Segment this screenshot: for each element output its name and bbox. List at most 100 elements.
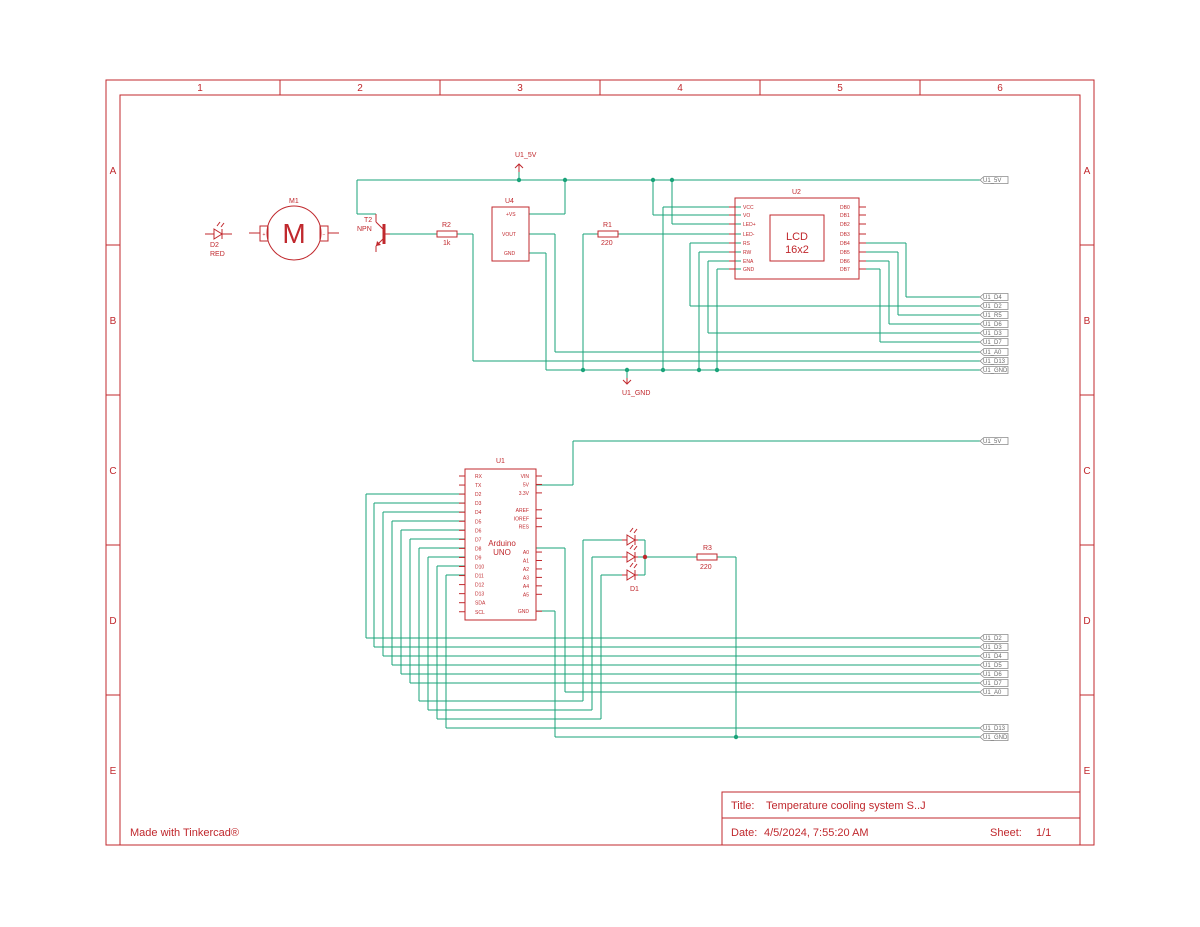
arduino-left-pin: D2 bbox=[475, 492, 482, 498]
lcd-right-pin: DB5 bbox=[840, 250, 850, 256]
net-label-flag bbox=[979, 661, 1009, 669]
lcd-left-pin: RW bbox=[743, 250, 752, 256]
arduino-left-pin: D9 bbox=[475, 555, 482, 561]
arduino-left-pin: D12 bbox=[475, 583, 484, 589]
transistor-t2: T2 NPN bbox=[357, 214, 390, 252]
net-label-flag bbox=[979, 437, 1009, 445]
net-label-flag bbox=[979, 320, 1009, 328]
net-label-text: U1_5V bbox=[983, 439, 1001, 445]
arduino-body-line1: Arduino bbox=[488, 539, 516, 548]
row-label: E bbox=[1084, 766, 1091, 777]
r2-value: 1k bbox=[443, 240, 451, 247]
net-label-flag bbox=[979, 688, 1009, 696]
arduino-left-pin: D13 bbox=[475, 592, 484, 598]
u4-ref: U4 bbox=[505, 198, 514, 205]
net-label-flag bbox=[979, 302, 1009, 310]
arduino-left-pin: RX bbox=[475, 474, 483, 480]
net-label-flag bbox=[979, 366, 1009, 374]
net-label-flag bbox=[979, 724, 1009, 732]
net-label-flag bbox=[979, 293, 1009, 301]
arduino-left-pin: SDA bbox=[475, 601, 486, 607]
net-label-text: U1_D6 bbox=[983, 672, 1002, 678]
net-label-text: U1_D3 bbox=[983, 645, 1002, 651]
lcd-right-pin: DB2 bbox=[840, 222, 850, 228]
title-block: Title: Temperature cooling system S..J D… bbox=[130, 791, 1081, 846]
column-label: 3 bbox=[517, 83, 523, 94]
net-label-text: U1_D3 bbox=[983, 331, 1002, 337]
t2-value: NPN bbox=[357, 226, 372, 233]
led-d1: D1 bbox=[622, 527, 648, 593]
net-label-text: U1_A0 bbox=[983, 690, 1002, 696]
power-gnd-label: U1_GND bbox=[622, 390, 650, 397]
power-5v-label: U1_5V bbox=[515, 152, 537, 159]
date-label: Date: bbox=[731, 827, 757, 839]
net-labels-top: U1_5VU1_D4U1_D2U1_R5U1_D6U1_D3U1_D7U1_A0… bbox=[979, 176, 1009, 374]
arduino-left-pin: D3 bbox=[475, 501, 482, 507]
arduino-right-pin: A0 bbox=[523, 550, 529, 556]
net-label-flag bbox=[979, 357, 1009, 365]
arduino-right-pin: A2 bbox=[523, 567, 529, 573]
date-value: 4/5/2024, 7:55:20 AM bbox=[764, 827, 869, 839]
net-label-flag bbox=[979, 311, 1009, 319]
arduino-right-pin: GND bbox=[518, 609, 530, 615]
svg-text:+: + bbox=[263, 232, 266, 238]
t2-ref: T2 bbox=[364, 217, 372, 224]
power-gnd-symbol: U1_GND bbox=[622, 378, 650, 397]
row-label: B bbox=[1084, 316, 1091, 327]
arduino-right-pin: A3 bbox=[523, 575, 529, 581]
lcd-right-pin: DB1 bbox=[840, 213, 850, 219]
lcd-left-pin: LED- bbox=[743, 232, 755, 238]
net-label-text: U1_D13 bbox=[983, 726, 1006, 732]
net-label-flag bbox=[979, 329, 1009, 337]
title-value: Temperature cooling system S..J bbox=[766, 800, 926, 812]
arduino-right-pin: A4 bbox=[523, 584, 529, 590]
arduino-pins: RXTXD2D3D4D5D6D7D8D9D10D11D12D13SDASCLVI… bbox=[459, 474, 542, 616]
resistor-r3: R3 220 bbox=[696, 545, 718, 571]
arduino-right-pin: IOREF bbox=[514, 516, 529, 522]
r3-value: 220 bbox=[700, 564, 712, 571]
net-label-text: U1_D13 bbox=[983, 359, 1006, 365]
arduino-left-pin: D8 bbox=[475, 546, 482, 552]
lcd-left-pin: VO bbox=[743, 213, 750, 219]
r3-ref: R3 bbox=[703, 545, 712, 552]
lcd-left-pin: RS bbox=[743, 241, 751, 247]
u2-ref: U2 bbox=[792, 189, 801, 196]
row-label: A bbox=[110, 166, 117, 177]
lcd-left-pin: LED+ bbox=[743, 222, 756, 228]
u4-pin: +VS bbox=[506, 212, 516, 218]
u4-pin: GND bbox=[504, 251, 516, 257]
led-d2: D2 RED bbox=[205, 221, 232, 258]
net-label-text: U1_D4 bbox=[983, 654, 1002, 660]
lcd-left-pin: VCC bbox=[743, 205, 754, 211]
arduino-left-pin: D6 bbox=[475, 528, 482, 534]
arduino-left-pin: D11 bbox=[475, 574, 484, 580]
row-label: C bbox=[1083, 466, 1090, 477]
row-label: B bbox=[110, 316, 117, 327]
net-label-text: U1_D2 bbox=[983, 636, 1002, 642]
m1-ref: M1 bbox=[289, 198, 299, 205]
net-label-text: U1_R5 bbox=[983, 313, 1002, 319]
net-labels-bottom: U1_5VU1_D2U1_D3U1_D4U1_D5U1_D6U1_D7U1_A0… bbox=[979, 437, 1009, 741]
resistor-r2: R2 1k bbox=[436, 222, 458, 247]
net-label-flag bbox=[979, 670, 1009, 678]
net-label-flag bbox=[979, 652, 1009, 660]
lcd-right-pin: DB3 bbox=[840, 232, 850, 238]
net-label-text: U1_D6 bbox=[983, 322, 1002, 328]
arduino-right-pin: RES bbox=[519, 525, 530, 531]
arduino-u1: U1 Arduino UNO RXTXD2D3D4D5D6D7D8D9D10D1… bbox=[459, 458, 542, 621]
sensor-u4: U4 +VS VOUT GND bbox=[491, 198, 530, 262]
net-label-text: U1_D5 bbox=[983, 663, 1002, 669]
motor-glyph: M bbox=[282, 218, 305, 249]
d2-ref: D2 bbox=[210, 242, 219, 249]
sheet-value: 1/1 bbox=[1036, 827, 1051, 839]
net-label-text: U1_5V bbox=[983, 178, 1001, 184]
lcd-right-pin: DB4 bbox=[840, 241, 850, 247]
lcd-left-pin: ENA bbox=[743, 259, 754, 265]
arduino-right-pin: 5V bbox=[523, 482, 530, 488]
d2-value: RED bbox=[210, 251, 225, 258]
drawing-frame: 1 2 3 4 5 6 A B C D E A B C D E bbox=[105, 79, 1095, 846]
lcd-body-line2: 16x2 bbox=[785, 244, 809, 256]
column-label: 5 bbox=[837, 83, 843, 94]
lcd-right-pin: DB6 bbox=[840, 259, 850, 265]
